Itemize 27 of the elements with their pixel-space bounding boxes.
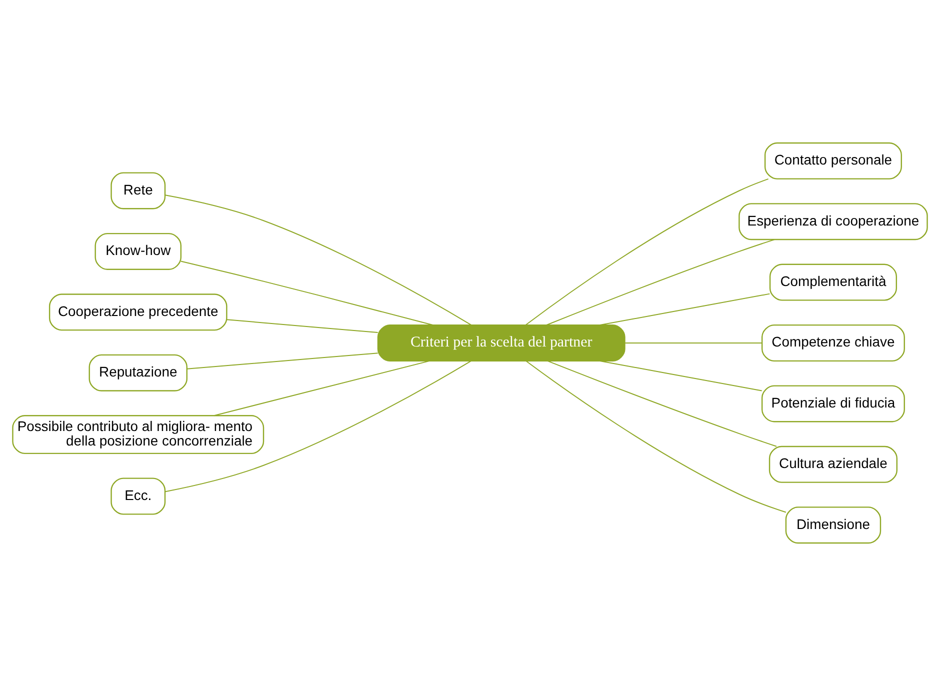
node-box: Contatto personale	[764, 142, 902, 180]
node-box: Reputazione	[88, 354, 188, 392]
node-box: Ecc.	[110, 478, 166, 515]
node-box: Possibile contributo al migliora- mento della posizione concorrenziale	[12, 415, 264, 454]
connector	[213, 360, 430, 416]
connector	[547, 360, 777, 447]
connector	[180, 260, 434, 326]
connector	[599, 360, 762, 392]
connector	[164, 194, 472, 326]
node-box: Complementarità	[769, 264, 897, 301]
node-box: Competenze chiave	[761, 324, 905, 362]
connector	[186, 352, 378, 370]
node-box: Esperienza di cooperazione	[738, 203, 928, 240]
connector	[525, 178, 769, 326]
connector	[226, 319, 378, 334]
node-box: Criteri per la scelta del partner	[377, 324, 626, 362]
node-box: Rete	[110, 172, 166, 210]
connector	[526, 360, 786, 513]
connector	[164, 360, 472, 492]
connector	[599, 293, 770, 326]
node-box: Potenziale di fiducia	[761, 385, 905, 422]
node-box: Cooperazione precedente	[48, 294, 228, 331]
node-box: Dimensione	[785, 506, 882, 544]
connector	[624, 342, 762, 344]
connector	[546, 239, 775, 326]
node-box: Know-how	[94, 232, 182, 270]
node-box: Cultura aziendale	[768, 446, 898, 483]
